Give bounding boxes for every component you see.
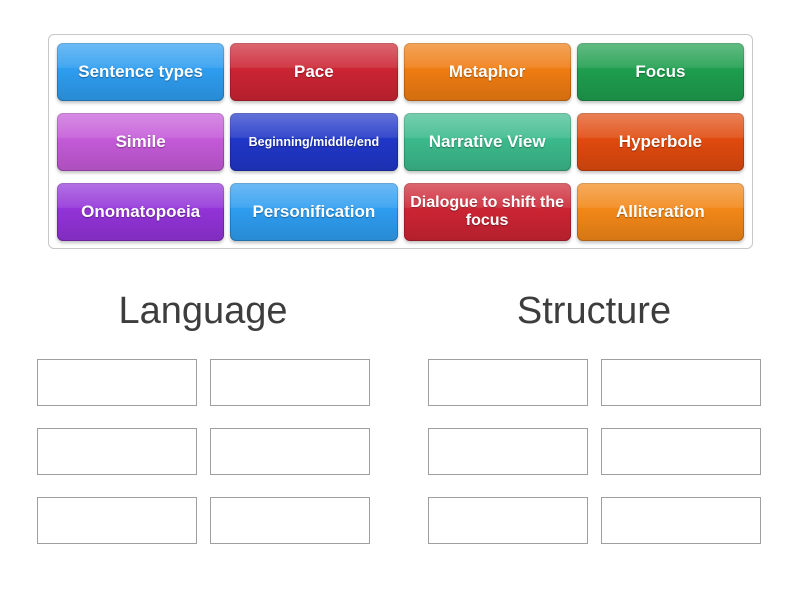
drop-slot[interactable] <box>36 428 197 475</box>
tile-beginning-middle-end[interactable]: Beginning/middle/end <box>230 113 398 171</box>
group-title-structure: Structure <box>516 290 672 332</box>
tile-label: Beginning/middle/end <box>248 134 380 149</box>
tile-label: Hyperbole <box>618 132 702 152</box>
tile-simile[interactable]: Simile <box>57 113 225 171</box>
tile-personification[interactable]: Personification <box>230 183 398 241</box>
tile-label: Onomatopoeia <box>81 202 201 222</box>
tile-label: Simile <box>115 132 166 152</box>
tile-pace[interactable]: Pace <box>230 43 398 101</box>
drop-slot[interactable] <box>209 497 370 544</box>
tile-label: Narrative View <box>428 132 546 152</box>
tile-hyperbole[interactable]: Hyperbole <box>576 113 745 171</box>
tile-label: Sentence types <box>78 62 203 82</box>
tile-label: Pace <box>294 62 334 82</box>
drop-slot[interactable] <box>427 497 588 544</box>
drop-slot[interactable] <box>600 497 761 544</box>
structure-slots <box>421 359 767 544</box>
tile-label: Metaphor <box>448 62 526 82</box>
group-title-language: Language <box>118 290 288 332</box>
tile-narrative-view[interactable]: Narrative View <box>403 113 572 171</box>
tile-alliteration[interactable]: Alliteration <box>576 183 745 241</box>
tile-tray: Sentence types Pace Metaphor Focus Simil… <box>48 34 753 249</box>
tile-label: Personification <box>252 202 376 222</box>
drop-slot[interactable] <box>427 428 588 475</box>
drop-slot[interactable] <box>209 428 370 475</box>
language-slots <box>30 359 376 544</box>
tile-label: Alliteration <box>615 202 705 222</box>
tile-metaphor[interactable]: Metaphor <box>403 43 572 101</box>
drop-slot[interactable] <box>600 428 761 475</box>
drop-slot[interactable] <box>427 359 588 406</box>
drop-slot[interactable] <box>600 359 761 406</box>
group-language: Language <box>30 290 376 544</box>
tile-focus[interactable]: Focus <box>576 43 745 101</box>
drop-slot[interactable] <box>36 497 197 544</box>
tile-dialogue-to-shift-the-focus[interactable]: Dialogue to shift the focus <box>403 183 572 241</box>
tile-label: Focus <box>635 62 686 82</box>
drop-slot[interactable] <box>209 359 370 406</box>
group-structure: Structure <box>421 290 767 544</box>
drop-slot[interactable] <box>36 359 197 406</box>
tile-sentence-types[interactable]: Sentence types <box>57 43 225 101</box>
tile-onomatopoeia[interactable]: Onomatopoeia <box>57 183 225 241</box>
tile-label: Dialogue to shift the focus <box>410 193 565 229</box>
